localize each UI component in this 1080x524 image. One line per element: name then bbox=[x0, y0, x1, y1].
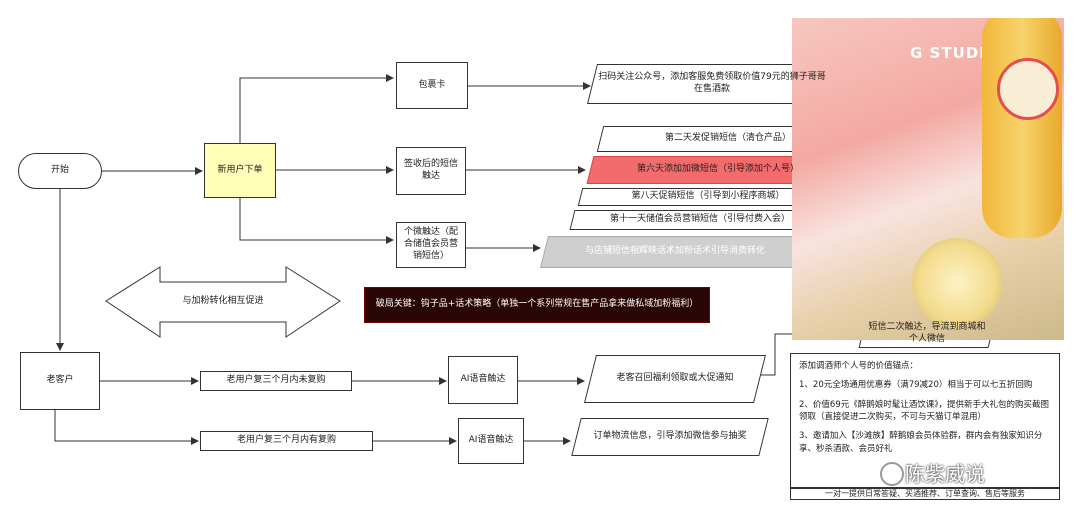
info-point-3: 3、邀请加入【沙滩族】醉鹅娘会员体验群，群内会有独家知识分享、秒杀酒款、会员好礼 bbox=[799, 431, 1043, 454]
info-title: 添加调酒师个人号的价值锚点： bbox=[799, 361, 919, 371]
info-footer: 一对一提供日常答疑、买酒推荐、订单查询、售后等服务 bbox=[790, 488, 1060, 500]
info-point-2: 2、价值69元《醉鹅娘时髦让酒饮课》，提供新手大礼包的购买截图领取（直接促进二次… bbox=[799, 399, 1049, 422]
wecom-reach-node: 个微触达（配合储值会员营销短信） bbox=[396, 222, 466, 268]
bottle-label bbox=[997, 58, 1059, 120]
old-repurchase-node: 老用户复三个月内有复购 bbox=[200, 431, 373, 451]
start-node: 开始 bbox=[18, 153, 102, 189]
sms-day6-node: 第六天添加加微短信（引导添加个人号） bbox=[590, 156, 846, 184]
watermark-text: 陈紫威说 bbox=[905, 462, 985, 486]
sms-day2-node: 第二天发促销短信（清仓产品） bbox=[600, 126, 856, 152]
info-point-1: 1、20元全场通用优惠券（满79减20）相当于可以七五折回购 bbox=[799, 380, 1033, 391]
new-order-node: 新用户下单 bbox=[204, 143, 276, 198]
glass-shape bbox=[912, 238, 1002, 328]
sms-day8-node: 第八天促销短信（引导到小程序商城） bbox=[580, 188, 836, 206]
old-no-repurchase-node: 老用户复三个月内未复购 bbox=[200, 371, 352, 391]
value-anchor-box: 添加调酒师个人号的价值锚点： 1、20元全场通用优惠券（满79减20）相当于可以… bbox=[790, 353, 1060, 488]
watermark-icon bbox=[880, 462, 904, 486]
old-recall-node: 老客召回福利领取或大促通知 bbox=[590, 355, 760, 403]
ai-voice-node-1: AI语音触达 bbox=[448, 356, 518, 404]
bottle-shape bbox=[982, 18, 1062, 238]
wecom-script-node: 与店铺短信相辉映话术加粉话术引导消费转化 bbox=[544, 236, 806, 268]
logistics-info-node: 订单物流信息，引导添加微信参与抽奖 bbox=[576, 418, 764, 456]
ai-voice-node-2: AI语音触达 bbox=[458, 418, 524, 464]
key-point-box: 破局关键：钩子品+话术策略（单独一个系列常规在售产品拿来做私域加粉福利） bbox=[364, 287, 710, 323]
sms-after-receipt-node: 签收后的短信触达 bbox=[396, 147, 466, 195]
old-customer-node: 老客户 bbox=[20, 352, 100, 410]
follow-official-node: 扫码关注公众号，添加客服免费领取价值79元的狮子哥哥在售酒款 bbox=[592, 64, 832, 104]
sms-day11-node: 第十一天储值会员营销短信（引导付费入会） bbox=[572, 210, 828, 230]
membership-card-node: 包裹卡 bbox=[396, 62, 468, 109]
sms-second-touch-node: 短信二次触达，导流到商城和个人微信 bbox=[862, 320, 992, 348]
convert-arrow-label: 与加粉转化相互促进 bbox=[160, 292, 286, 312]
photo-brand-text: G STUDIO. bbox=[910, 44, 1006, 62]
